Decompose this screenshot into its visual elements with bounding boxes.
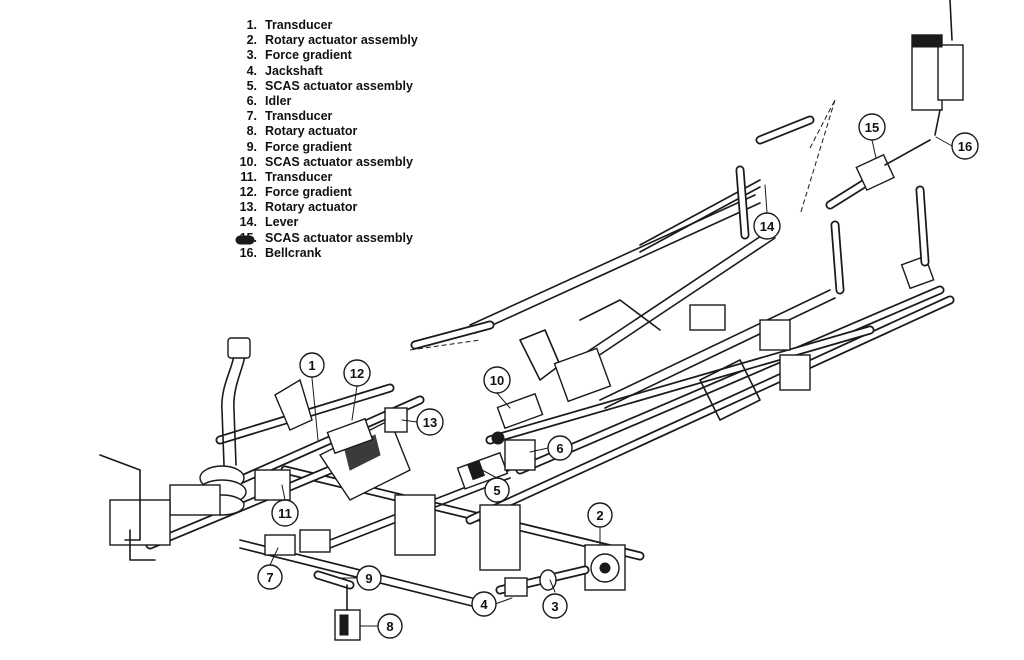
center-console [274,378,521,571]
legend-item: 9.Force gradient [246,139,352,154]
svg-text:11: 11 [278,506,292,521]
legend-item: 12.Force gradient [239,185,352,200]
legend-item: 8.Rotary actuator [246,124,358,139]
legend-item: 16.Bellcrank [239,245,322,260]
rear-components [235,165,935,421]
svg-text:1: 1 [308,358,315,373]
svg-text:9: 9 [365,571,372,586]
callout-8: 8 [359,613,403,639]
legend-item: 1.Transducer [246,18,333,32]
callout-2: 2 [587,502,613,546]
svg-text:4: 4 [480,597,488,612]
callout-12: 12 [343,359,371,421]
callout-3: 3 [542,579,568,619]
callouts: 1 2 3 4 5 6 7 [257,113,979,639]
callout-16: 16 [935,132,979,160]
legend-item: 2.Rotary actuator assembly [246,33,418,48]
callout-6: 6 [529,435,573,461]
legend-item: 11.Transducer [240,169,333,184]
svg-text:6: 6 [556,441,563,456]
callout-7: 7 [257,547,283,590]
svg-text:5: 5 [493,483,500,498]
svg-text:3: 3 [551,599,558,614]
svg-text:16: 16 [958,139,972,154]
legend-item: 5.SCAS actuator assembly [246,78,413,93]
callout-13: 13 [401,408,444,436]
svg-text:14: 14 [760,219,775,234]
legend-item: 10.SCAS actuator assembly [239,154,413,169]
svg-text:8: 8 [386,619,393,634]
legend-item: 6.Idler [246,93,292,108]
legend-item: 3.Force gradient [246,48,352,63]
legend-item: 7.Transducer [246,109,333,124]
callout-9: 9 [339,565,382,591]
svg-text:7: 7 [266,570,273,585]
svg-text:12: 12 [350,366,364,381]
lower-left-assembly [264,529,361,641]
callout-10: 10 [483,366,511,409]
svg-text:2: 2 [596,508,603,523]
svg-text:15: 15 [865,120,879,135]
legend-item: 4.Jackshaft [246,63,323,78]
callout-11: 11 [271,484,299,527]
parts-legend: 1.Transducer 2.Rotary actuator assembly … [233,18,418,261]
callout-4: 4 [471,591,513,617]
svg-text:10: 10 [490,373,504,388]
upper-right-assembly [409,0,964,351]
svg-text:13: 13 [423,415,437,430]
callout-1: 1 [299,352,325,441]
mid-components [456,299,661,490]
legend-item: 13.Rotary actuator [239,200,358,215]
lower-right-assembly [495,544,626,597]
callout-5: 5 [481,469,510,503]
legend-item: 14.Lever [239,215,299,230]
callout-14: 14 [753,184,781,240]
callout-15: 15 [858,113,886,159]
